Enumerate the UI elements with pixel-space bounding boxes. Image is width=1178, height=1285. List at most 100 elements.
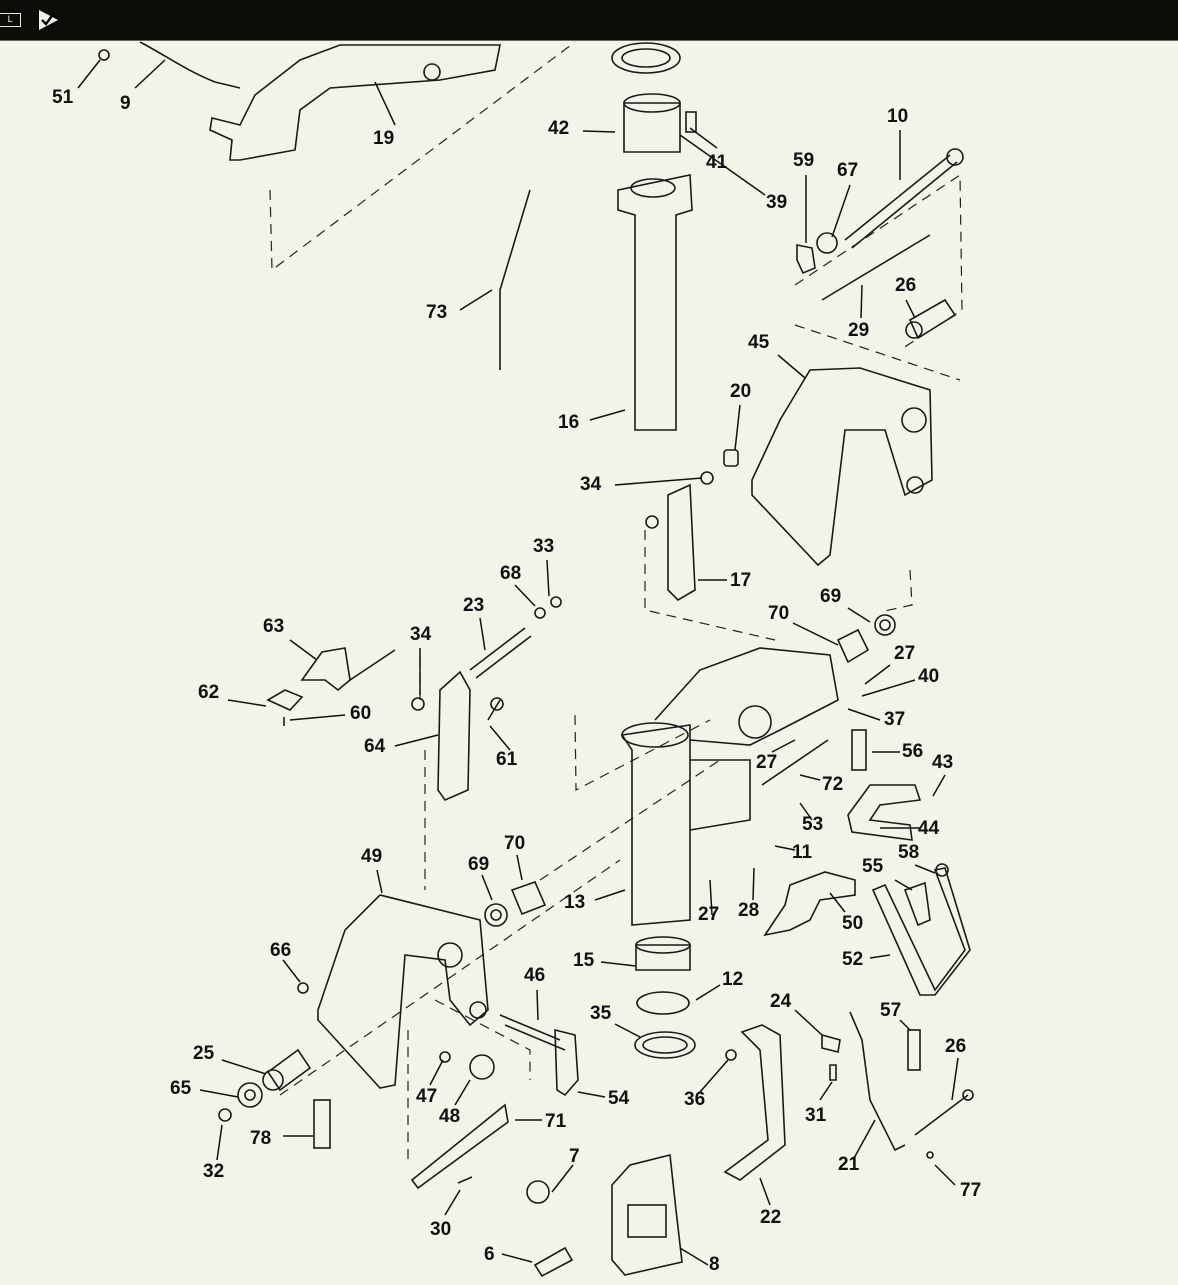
leader-line-25 bbox=[221, 1059, 267, 1075]
callout-31: 31 bbox=[805, 1105, 827, 1126]
leader-line-72 bbox=[799, 774, 821, 781]
leader-line-40 bbox=[861, 679, 916, 697]
callout-69: 69 bbox=[820, 586, 841, 607]
leader-line-64 bbox=[394, 734, 439, 747]
callout-58: 58 bbox=[898, 842, 919, 863]
callout-17: 17 bbox=[730, 570, 751, 591]
leader-line-45 bbox=[777, 354, 806, 379]
callout-21: 21 bbox=[838, 1154, 860, 1175]
leader-line-32 bbox=[216, 1124, 223, 1161]
callout-35: 35 bbox=[590, 1003, 612, 1024]
leader-line-77 bbox=[934, 1164, 956, 1186]
callout-40: 40 bbox=[918, 666, 939, 687]
callout-52: 52 bbox=[842, 949, 863, 970]
callout-13: 13 bbox=[564, 892, 585, 913]
leader-line-24 bbox=[794, 1009, 823, 1036]
callout-20: 20 bbox=[730, 381, 751, 402]
callout-70: 70 bbox=[504, 833, 525, 854]
leader-line-60 bbox=[289, 714, 346, 721]
leader-line-16 bbox=[589, 409, 626, 421]
callout-66: 66 bbox=[270, 940, 291, 961]
leader-line-20 bbox=[734, 404, 741, 451]
callout-44: 44 bbox=[918, 818, 940, 839]
part-outlines bbox=[98, 41, 974, 1278]
callout-48: 48 bbox=[439, 1106, 460, 1127]
callout-69: 69 bbox=[468, 854, 489, 875]
leader-line-37 bbox=[847, 708, 881, 721]
leader-line-67 bbox=[831, 184, 851, 238]
leader-line-51 bbox=[77, 59, 101, 89]
diagram-svg: 5191942413910596726297345201634173368236… bbox=[52, 41, 981, 1278]
callout-22: 22 bbox=[760, 1207, 781, 1228]
leader-line-29 bbox=[860, 284, 863, 319]
callout-55: 55 bbox=[862, 856, 884, 877]
leader-line-61 bbox=[489, 725, 511, 751]
leader-lines bbox=[77, 59, 959, 1266]
leader-line-43 bbox=[932, 774, 946, 797]
leader-line-73 bbox=[459, 289, 493, 311]
leader-line-49 bbox=[376, 869, 383, 894]
callout-33: 33 bbox=[533, 536, 554, 557]
callout-25: 25 bbox=[193, 1043, 215, 1064]
leader-line-70 bbox=[792, 622, 839, 646]
leader-line-35 bbox=[614, 1023, 641, 1038]
leader-line-63 bbox=[289, 639, 318, 661]
leader-line-30 bbox=[444, 1189, 461, 1216]
leader-line-27 bbox=[864, 664, 891, 685]
callout-42: 42 bbox=[548, 118, 569, 139]
callout-71: 71 bbox=[545, 1111, 567, 1132]
leader-line-50 bbox=[829, 892, 846, 913]
callout-68: 68 bbox=[500, 563, 521, 584]
keyboard-icon[interactable]: L bbox=[0, 0, 21, 40]
leader-line-58 bbox=[914, 864, 936, 874]
callout-15: 15 bbox=[573, 950, 595, 971]
callout-67: 67 bbox=[837, 160, 858, 181]
leader-line-31 bbox=[819, 1081, 833, 1101]
callout-49: 49 bbox=[361, 846, 382, 867]
callout-29: 29 bbox=[848, 320, 869, 341]
callout-63: 63 bbox=[263, 616, 284, 637]
leader-line-34 bbox=[614, 477, 703, 486]
callout-27: 27 bbox=[698, 904, 719, 925]
callout-45: 45 bbox=[748, 332, 770, 353]
leader-line-7 bbox=[551, 1164, 574, 1193]
leader-line-70 bbox=[516, 854, 523, 881]
leader-line-19 bbox=[374, 81, 396, 126]
callout-65: 65 bbox=[170, 1078, 192, 1099]
callout-60: 60 bbox=[350, 703, 371, 724]
leader-line-11 bbox=[774, 845, 796, 851]
leader-line-36 bbox=[699, 1059, 729, 1093]
leader-line-54 bbox=[577, 1091, 606, 1098]
callout-61: 61 bbox=[496, 749, 518, 770]
leader-line-68 bbox=[514, 584, 536, 607]
assembly-guides bbox=[269, 41, 963, 1165]
leader-line-8 bbox=[679, 1247, 709, 1266]
callout-62: 62 bbox=[198, 682, 219, 703]
viewer-toolbar: L bbox=[0, 0, 1178, 41]
leader-line-27 bbox=[771, 739, 796, 753]
callout-26: 26 bbox=[895, 275, 916, 296]
callout-16: 16 bbox=[558, 412, 579, 433]
keyboard-badge: L bbox=[0, 13, 21, 27]
callout-53: 53 bbox=[802, 814, 823, 835]
callout-24: 24 bbox=[770, 991, 792, 1012]
leader-line-62 bbox=[227, 699, 267, 707]
leader-line-6 bbox=[501, 1253, 533, 1263]
leader-line-55 bbox=[894, 879, 913, 891]
leader-line-39 bbox=[679, 134, 766, 196]
leader-line-33 bbox=[546, 559, 550, 597]
callout-27: 27 bbox=[756, 752, 777, 773]
leader-line-27 bbox=[709, 879, 713, 916]
leader-line-53 bbox=[799, 802, 813, 821]
callout-26: 26 bbox=[945, 1036, 966, 1057]
callout-41: 41 bbox=[706, 152, 728, 173]
leader-line-13 bbox=[594, 889, 626, 901]
play-check-icon[interactable] bbox=[36, 0, 60, 40]
callout-77: 77 bbox=[960, 1180, 981, 1201]
callout-64: 64 bbox=[364, 736, 386, 757]
leader-line-69 bbox=[847, 607, 871, 623]
callout-23: 23 bbox=[463, 595, 484, 616]
leader-line-9 bbox=[134, 59, 166, 89]
leader-line-66 bbox=[282, 959, 301, 983]
leader-line-47 bbox=[429, 1059, 444, 1086]
